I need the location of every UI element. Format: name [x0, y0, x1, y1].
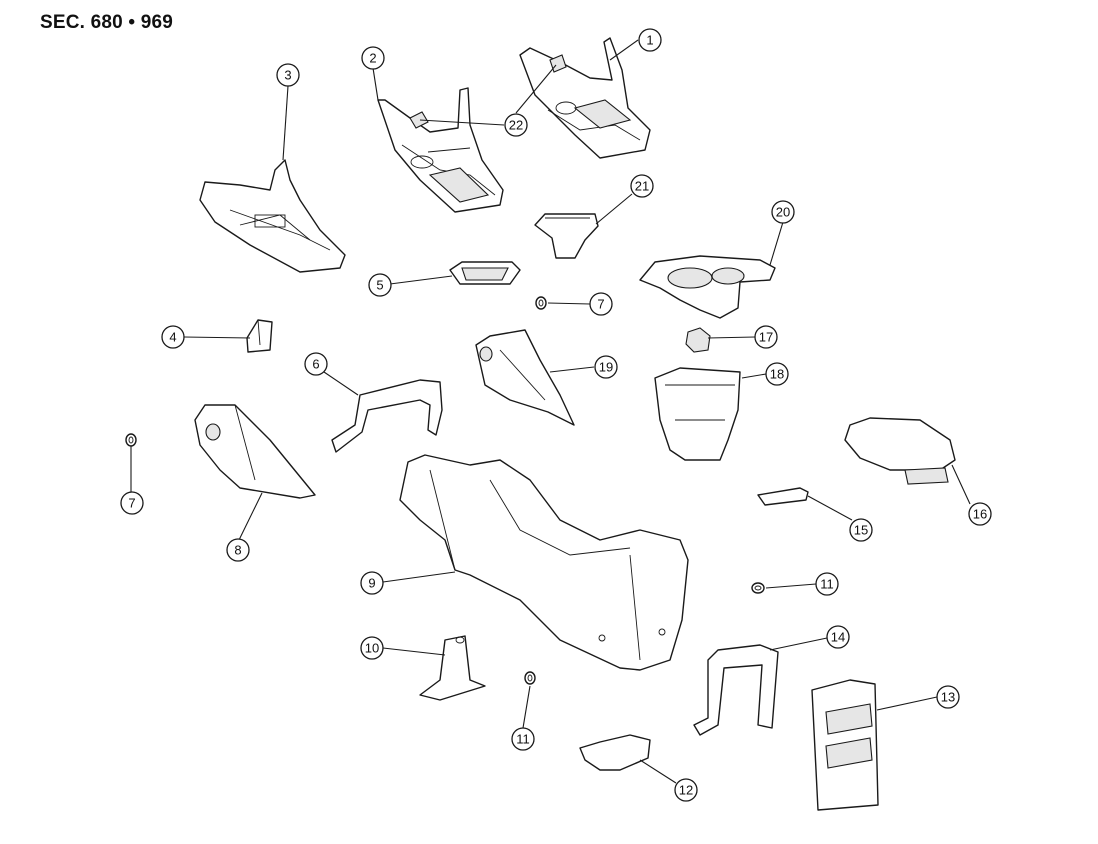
svg-text:7: 7	[597, 297, 604, 312]
part-1-console-finisher	[519, 37, 651, 159]
callout-10: 10	[360, 636, 384, 660]
svg-text:8: 8	[234, 543, 241, 558]
part-17-switch	[685, 327, 711, 353]
part-2-console-finisher	[377, 87, 504, 213]
leader-lines	[130, 39, 971, 784]
part-20-cup-holder	[639, 255, 776, 319]
svg-text:1: 1	[646, 33, 653, 48]
part-10-bracket	[419, 635, 486, 701]
callout-20: 20	[771, 200, 795, 224]
callout-15: 15	[849, 518, 873, 542]
callout-19: 19	[594, 355, 618, 379]
part-9-console-body	[399, 454, 689, 671]
svg-text:9: 9	[368, 576, 375, 591]
svg-text:16: 16	[973, 507, 987, 522]
part-16-armrest	[844, 417, 956, 485]
part-3-console-trim	[199, 159, 346, 273]
callout-11-right: 11	[815, 572, 839, 596]
callout-4: 4	[161, 325, 185, 349]
svg-text:3: 3	[284, 68, 291, 83]
callout-17: 17	[754, 325, 778, 349]
callout-7-lower: 7	[120, 491, 144, 515]
callout-12: 12	[674, 778, 698, 802]
callout-9: 9	[360, 571, 384, 595]
part-7-grommet-lower	[125, 433, 137, 447]
svg-text:17: 17	[759, 330, 773, 345]
part-8-side-finisher	[194, 404, 316, 499]
part-14-bracket	[693, 644, 779, 736]
callout-8: 8	[226, 538, 250, 562]
svg-text:20: 20	[776, 205, 790, 220]
callout-1: 1	[638, 28, 662, 52]
callout-22: 22	[504, 113, 528, 137]
part-19-side-finisher	[475, 329, 575, 426]
svg-text:5: 5	[376, 278, 383, 293]
part-15-bracket	[757, 487, 809, 506]
callout-5: 5	[368, 273, 392, 297]
svg-text:6: 6	[312, 357, 319, 372]
svg-text:15: 15	[854, 523, 868, 538]
section-label: SEC. 680 • 969	[40, 12, 174, 33]
part-12-bracket	[579, 734, 651, 771]
callout-21: 21	[630, 174, 654, 198]
part-11-grommet-right	[751, 582, 765, 594]
part-5-pocket	[449, 261, 521, 285]
part-4-bracket	[246, 319, 273, 353]
part-11-grommet-lower	[524, 671, 536, 685]
svg-text:18: 18	[770, 367, 784, 382]
part-6-bracket	[331, 379, 443, 453]
svg-text:13: 13	[941, 690, 955, 705]
callout-11-lower: 11	[511, 727, 535, 751]
svg-text:14: 14	[831, 630, 845, 645]
svg-text:22: 22	[509, 118, 523, 133]
callout-18: 18	[765, 362, 789, 386]
callout-2: 2	[361, 46, 385, 70]
svg-text:12: 12	[679, 783, 693, 798]
callout-6: 6	[304, 352, 328, 376]
svg-text:11: 11	[516, 732, 530, 747]
svg-text:10: 10	[365, 641, 379, 656]
svg-text:19: 19	[599, 360, 613, 375]
callout-13: 13	[936, 685, 960, 709]
part-18-console-box	[654, 367, 741, 461]
svg-text:11: 11	[820, 577, 834, 592]
part-7-grommet-upper	[535, 296, 547, 310]
part-21-bracket	[534, 213, 599, 259]
callout-16: 16	[968, 502, 992, 526]
svg-text:2: 2	[369, 51, 376, 66]
svg-text:7: 7	[128, 496, 135, 511]
svg-text:4: 4	[169, 330, 176, 345]
callout-7-upper: 7	[589, 292, 613, 316]
callout-14: 14	[826, 625, 850, 649]
svg-text:21: 21	[635, 179, 649, 194]
part-13-rear-finisher	[811, 679, 879, 811]
callout-3: 3	[276, 63, 300, 87]
